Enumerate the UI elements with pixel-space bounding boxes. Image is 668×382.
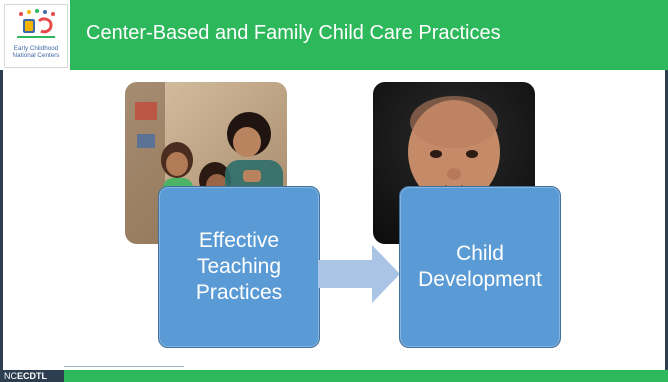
- logo-mark-icon: [17, 9, 55, 38]
- child-development-box: Child Development: [399, 186, 561, 348]
- child-development-label: Child Development: [418, 242, 542, 291]
- footer-suffix: ECDTL: [17, 371, 47, 381]
- page-title: Center-Based and Family Child Care Pract…: [86, 22, 501, 44]
- title-bar: Center-Based and Family Child Care Pract…: [70, 0, 668, 70]
- effective-teaching-practices-label: Effective Teaching Practices: [195, 229, 283, 304]
- footer-divider: [64, 366, 184, 367]
- right-border: [665, 70, 668, 370]
- right-arrow-icon: [318, 245, 400, 303]
- footer-label: NCECDTL: [0, 370, 64, 382]
- logo-text: Early Childhood National Centers: [12, 45, 60, 59]
- logo: Early Childhood National Centers: [4, 4, 68, 68]
- header: Early Childhood National Centers Center-…: [0, 0, 668, 70]
- footer-prefix: NC: [4, 371, 17, 381]
- left-border: [0, 70, 3, 370]
- footer-bar: [0, 370, 668, 382]
- effective-teaching-practices-box: Effective Teaching Practices: [158, 186, 320, 348]
